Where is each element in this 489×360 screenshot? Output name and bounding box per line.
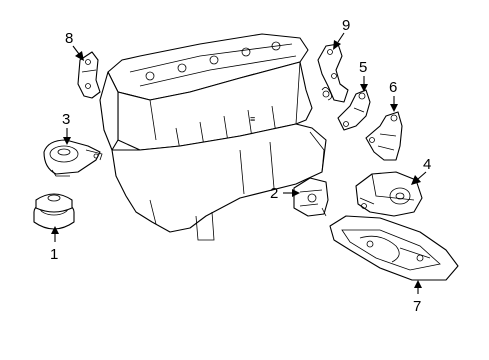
part-5-bracket bbox=[337, 89, 371, 131]
callout-labels: 1 2 3 4 5 6 7 8 9 bbox=[50, 17, 431, 315]
callout-6: 6 bbox=[389, 79, 397, 96]
callout-5: 5 bbox=[359, 59, 367, 76]
part-7-crossmember bbox=[329, 215, 459, 281]
part-2-mount bbox=[293, 177, 329, 217]
part-3-engine-mount bbox=[43, 139, 103, 177]
callout-7: 7 bbox=[413, 298, 421, 315]
callout-1: 1 bbox=[50, 246, 58, 263]
part-1-engine-mount bbox=[33, 193, 75, 230]
callout-leaders bbox=[51, 32, 427, 294]
callout-2: 2 bbox=[270, 185, 278, 202]
part-9-bracket bbox=[317, 43, 349, 103]
part-6-bracket bbox=[365, 111, 403, 161]
casting-mark: ≡ bbox=[250, 114, 255, 124]
callout-9: 9 bbox=[342, 17, 350, 34]
callout-4: 4 bbox=[423, 156, 431, 173]
part-4-transmission-mount bbox=[355, 171, 423, 217]
callout-3: 3 bbox=[62, 111, 70, 128]
callout-8: 8 bbox=[65, 30, 73, 47]
engine-block: ≡ bbox=[99, 33, 327, 241]
part-8-bracket bbox=[77, 51, 101, 99]
